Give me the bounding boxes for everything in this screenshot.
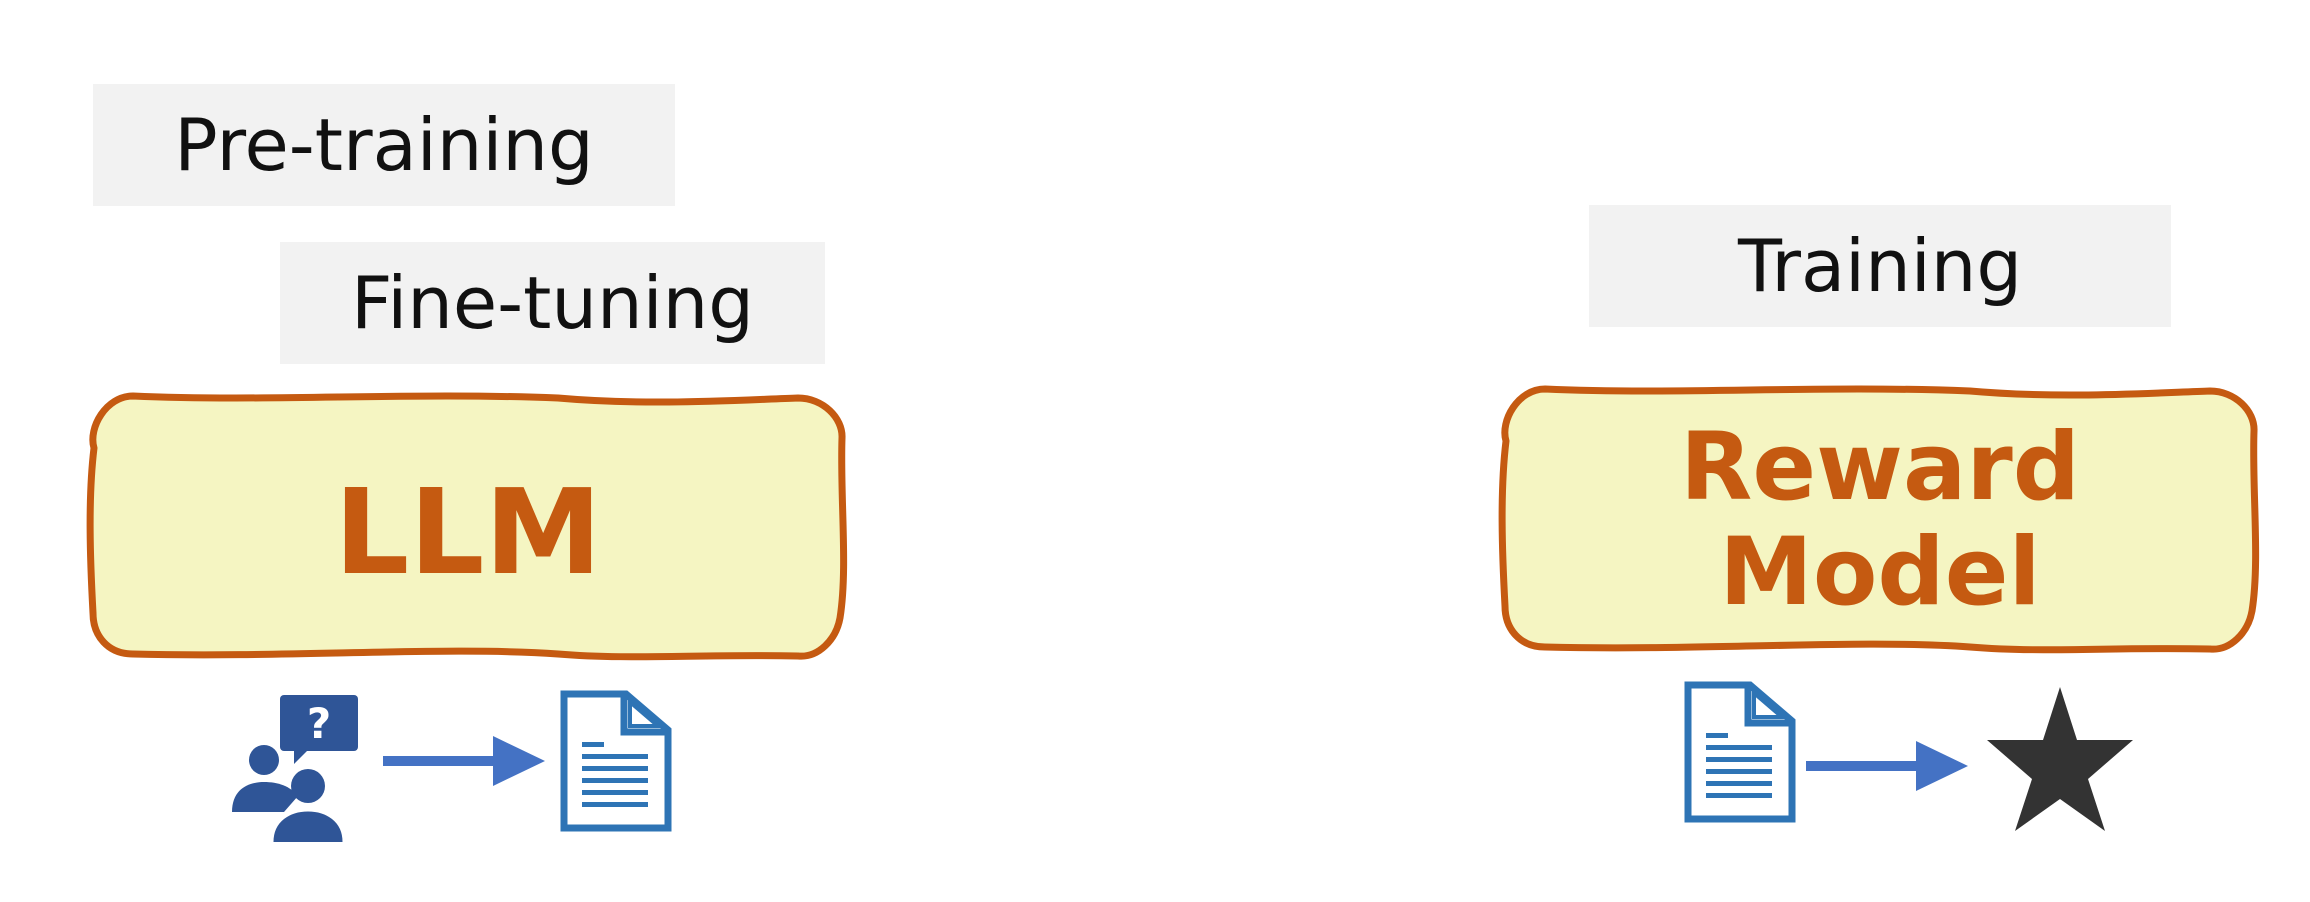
arrow-right-icon (383, 736, 545, 786)
llm-box: LLM (86, 388, 848, 666)
reward-model-label-line1: Reward (1679, 412, 2081, 522)
pretraining-text: Pre-training (174, 103, 594, 187)
finetuning-label: Fine-tuning (280, 242, 825, 364)
llm-label: LLM (334, 463, 602, 601)
finetuning-text: Fine-tuning (351, 261, 754, 345)
document-icon (560, 690, 672, 832)
llm-box-outline (86, 392, 848, 661)
star-icon (1987, 687, 2133, 831)
reward-model-label-line2: Model (1719, 518, 2041, 627)
document-icon (1684, 681, 1796, 823)
training-text: Training (1737, 224, 2023, 308)
arrow-right-icon (1806, 741, 1968, 791)
svg-text:?: ? (307, 699, 331, 748)
reward-model-box: Reward Model (1498, 381, 2260, 659)
training-label: Training (1589, 205, 2171, 327)
pretraining-label: Pre-training (93, 84, 675, 206)
users-question-icon: ? (232, 695, 358, 843)
reward-model-box-outline (1498, 385, 2260, 654)
